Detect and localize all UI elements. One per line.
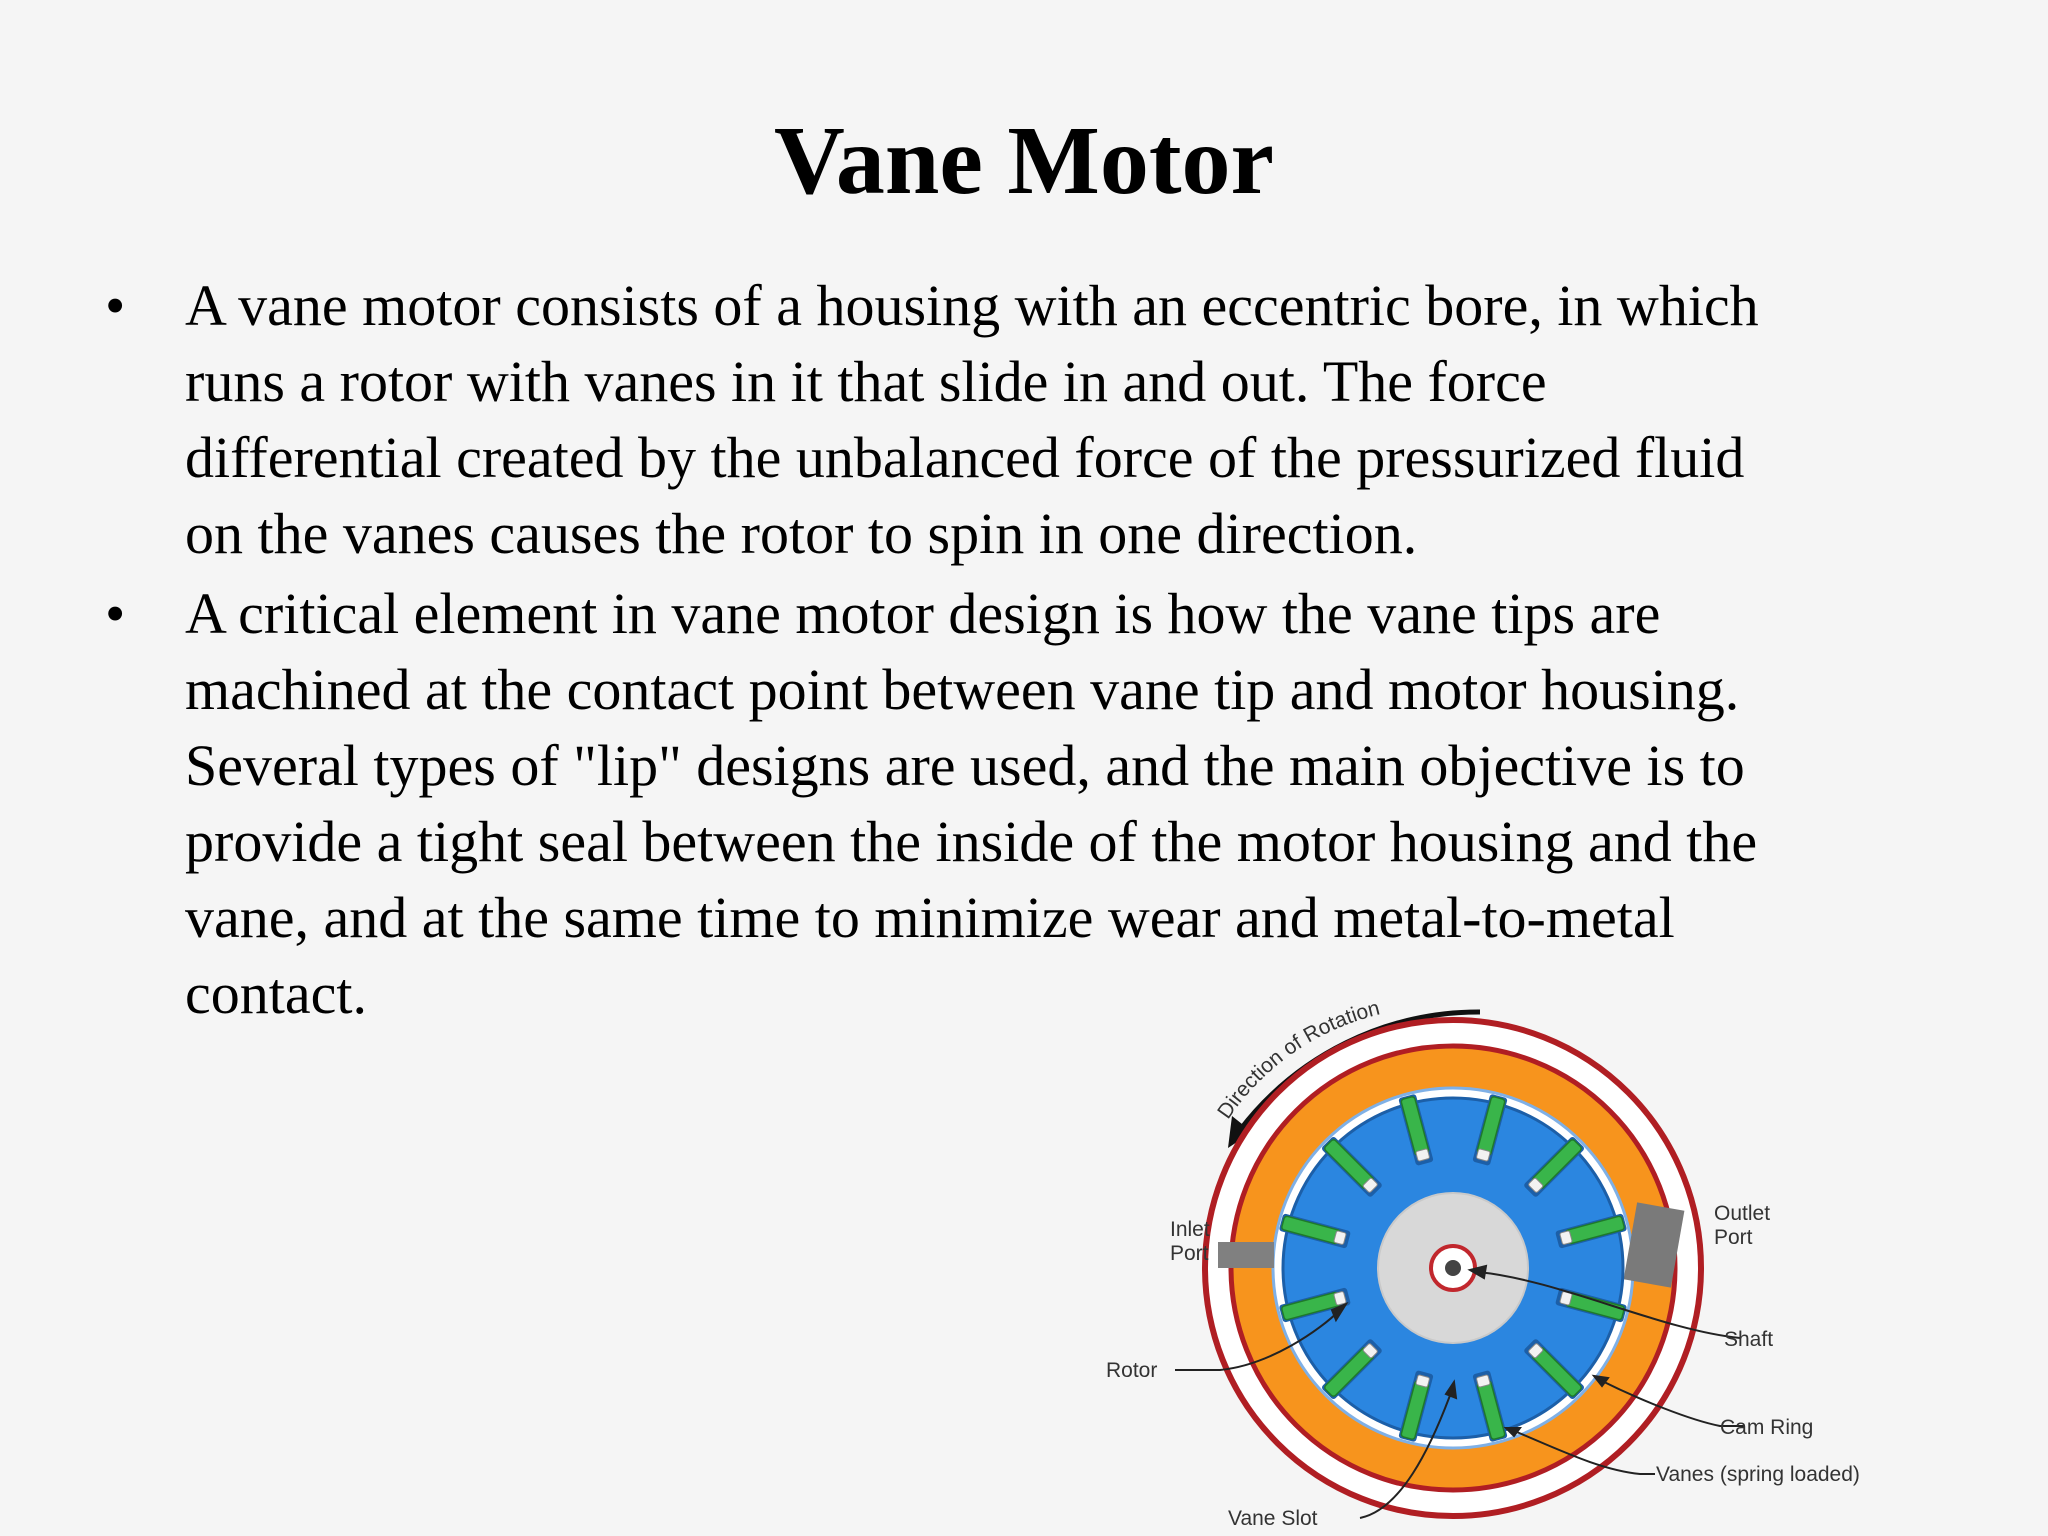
vanes-leader — [1511, 1429, 1655, 1475]
rotor-arrowhead-icon — [1330, 1301, 1349, 1323]
vane-spring — [1362, 1177, 1378, 1193]
bullet-list: • A vane motor consists of a housing wit… — [95, 268, 1955, 1036]
rotor-leader — [1175, 1309, 1341, 1371]
vanes-arrowhead-icon — [1503, 1427, 1522, 1438]
slide-title: Vane Motor — [774, 107, 1274, 215]
shaft-label: Shaft — [1724, 1328, 1773, 1351]
vane — [1398, 1094, 1434, 1166]
bullet-text: A critical element in vane motor design … — [185, 581, 1758, 1026]
vanes-label: Vanes (spring loaded) — [1656, 1463, 1860, 1486]
vane-spring — [1528, 1343, 1544, 1359]
inlet-port-label: Port — [1170, 1242, 1209, 1265]
bullet-marker: • — [105, 581, 126, 646]
vane — [1472, 1370, 1508, 1442]
vane-motor-diagram: Direction of Rotation Inlet Port Outlet … — [1106, 997, 1860, 1530]
shaft-arrowhead-icon — [1467, 1264, 1488, 1280]
shaft-leader — [1477, 1271, 1741, 1339]
inlet-port-label: Inlet — [1170, 1218, 1210, 1241]
vane-slot-label: Vane Slot — [1228, 1507, 1318, 1530]
bullet-marker: • — [105, 273, 126, 338]
cam-ring-label: Cam Ring — [1720, 1416, 1813, 1439]
cam-ring-leader — [1599, 1379, 1745, 1427]
vane-spring — [1362, 1343, 1378, 1359]
outlet-port — [1623, 1202, 1685, 1288]
outlet-port-label: Port — [1714, 1226, 1753, 1249]
vane-spring — [1528, 1177, 1544, 1193]
bullet-item: • A critical element in vane motor desig… — [95, 576, 1955, 1032]
outlet-port-label: Outlet — [1714, 1202, 1770, 1225]
vane-slot-leader — [1359, 1389, 1453, 1519]
rotation-arrowhead-icon — [1228, 1116, 1252, 1148]
vane-spring — [1333, 1291, 1347, 1306]
vane-spring — [1559, 1230, 1573, 1245]
vane — [1524, 1137, 1584, 1197]
vane-spring — [1476, 1374, 1491, 1388]
rotor-label: Rotor — [1106, 1359, 1157, 1382]
shaft — [1445, 1260, 1461, 1276]
vane — [1398, 1370, 1434, 1442]
bullet-text: A vane motor consists of a housing with … — [185, 273, 1759, 566]
vane — [1524, 1339, 1584, 1399]
vane — [1322, 1339, 1382, 1399]
vane — [1555, 1213, 1627, 1249]
vane-spring — [1476, 1148, 1491, 1162]
vane-slot-arrowhead-icon — [1444, 1379, 1458, 1400]
vane — [1279, 1287, 1351, 1323]
bullet-item: • A vane motor consists of a housing wit… — [95, 268, 1955, 572]
cam-ring-arrowhead-icon — [1591, 1374, 1610, 1388]
inlet-port — [1218, 1242, 1274, 1268]
vane — [1322, 1137, 1382, 1197]
vane-spring — [1333, 1230, 1347, 1245]
vane-spring — [1415, 1148, 1430, 1162]
vane — [1472, 1094, 1508, 1166]
vane — [1279, 1213, 1351, 1249]
vane — [1555, 1287, 1627, 1323]
vanes — [1279, 1094, 1627, 1442]
vane-spring — [1415, 1374, 1430, 1388]
